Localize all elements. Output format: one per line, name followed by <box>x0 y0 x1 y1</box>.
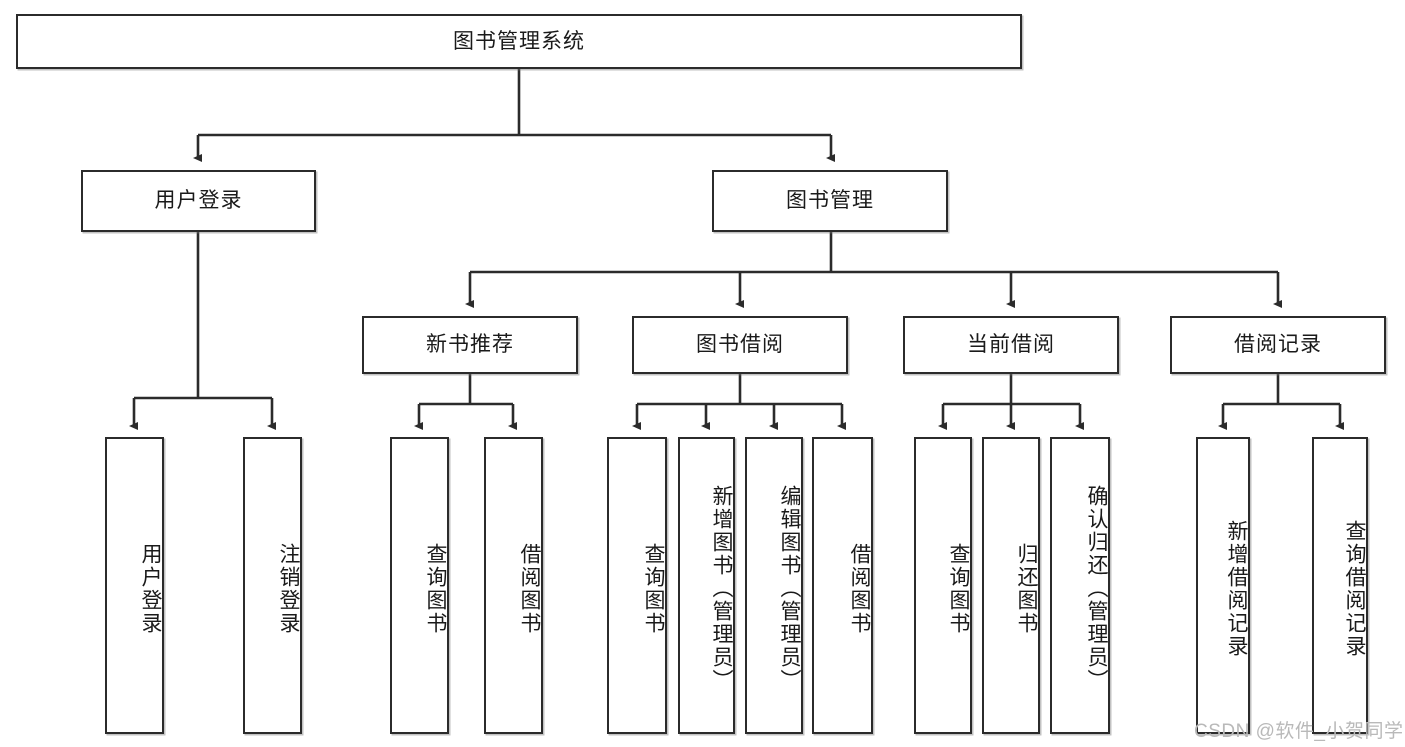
node-leaf-add-book-admin-label: 新增图书（管理员） <box>710 485 733 692</box>
node-leaf-return-book-label: 归还图书 <box>1015 542 1038 635</box>
node-leaf-query-book-3[interactable]: 查询图书 <box>914 437 972 734</box>
node-leaf-add-book-admin[interactable]: 新增图书（管理员） <box>678 437 735 734</box>
node-new-book-recommend-label: 新书推荐 <box>426 333 514 357</box>
node-leaf-add-borrow-record[interactable]: 新增借阅记录 <box>1196 437 1250 734</box>
node-leaf-query-borrow-record[interactable]: 查询借阅记录 <box>1312 437 1368 734</box>
node-leaf-edit-book-admin-label: 编辑图书（管理员） <box>778 485 801 692</box>
node-book-borrow-label: 图书借阅 <box>696 333 784 357</box>
node-borrow-record-label: 借阅记录 <box>1234 333 1322 357</box>
node-leaf-query-book-2[interactable]: 查询图书 <box>607 437 667 734</box>
node-leaf-logout-login[interactable]: 注销登录 <box>243 437 302 734</box>
node-leaf-borrow-book-1-label: 借阅图书 <box>518 542 541 635</box>
node-root[interactable]: 图书管理系统 <box>16 14 1022 69</box>
node-new-book-recommend[interactable]: 新书推荐 <box>362 316 578 374</box>
node-current-borrow[interactable]: 当前借阅 <box>903 316 1119 374</box>
node-leaf-query-book-2-label: 查询图书 <box>642 542 665 635</box>
node-leaf-query-book-3-label: 查询图书 <box>947 542 970 635</box>
node-leaf-confirm-return-admin-label: 确认归还（管理员） <box>1085 485 1108 692</box>
node-leaf-borrow-book-2[interactable]: 借阅图书 <box>812 437 873 734</box>
node-leaf-edit-book-admin[interactable]: 编辑图书（管理员） <box>745 437 803 734</box>
node-user-login[interactable]: 用户登录 <box>81 170 316 232</box>
node-leaf-query-borrow-record-label: 查询借阅记录 <box>1343 519 1366 658</box>
node-root-label: 图书管理系统 <box>453 29 585 53</box>
node-leaf-query-book-1[interactable]: 查询图书 <box>390 437 449 734</box>
node-book-manage[interactable]: 图书管理 <box>712 170 948 232</box>
node-current-borrow-label: 当前借阅 <box>967 333 1055 357</box>
node-leaf-return-book[interactable]: 归还图书 <box>982 437 1040 734</box>
node-user-login-label: 用户登录 <box>154 189 243 213</box>
node-leaf-confirm-return-admin[interactable]: 确认归还（管理员） <box>1050 437 1110 734</box>
csdn-watermark: CSDN @软件_小贺同学 <box>1194 721 1404 742</box>
node-book-manage-label: 图书管理 <box>786 189 874 213</box>
node-leaf-borrow-book-1[interactable]: 借阅图书 <box>484 437 543 734</box>
node-leaf-user-login[interactable]: 用户登录 <box>105 437 164 734</box>
node-leaf-query-book-1-label: 查询图书 <box>424 542 447 635</box>
node-leaf-user-login-label: 用户登录 <box>139 542 162 635</box>
node-borrow-record[interactable]: 借阅记录 <box>1170 316 1386 374</box>
node-leaf-add-borrow-record-label: 新增借阅记录 <box>1225 519 1248 658</box>
node-leaf-borrow-book-2-label: 借阅图书 <box>848 542 871 635</box>
node-book-borrow[interactable]: 图书借阅 <box>632 316 848 374</box>
node-leaf-logout-login-label: 注销登录 <box>277 542 300 635</box>
